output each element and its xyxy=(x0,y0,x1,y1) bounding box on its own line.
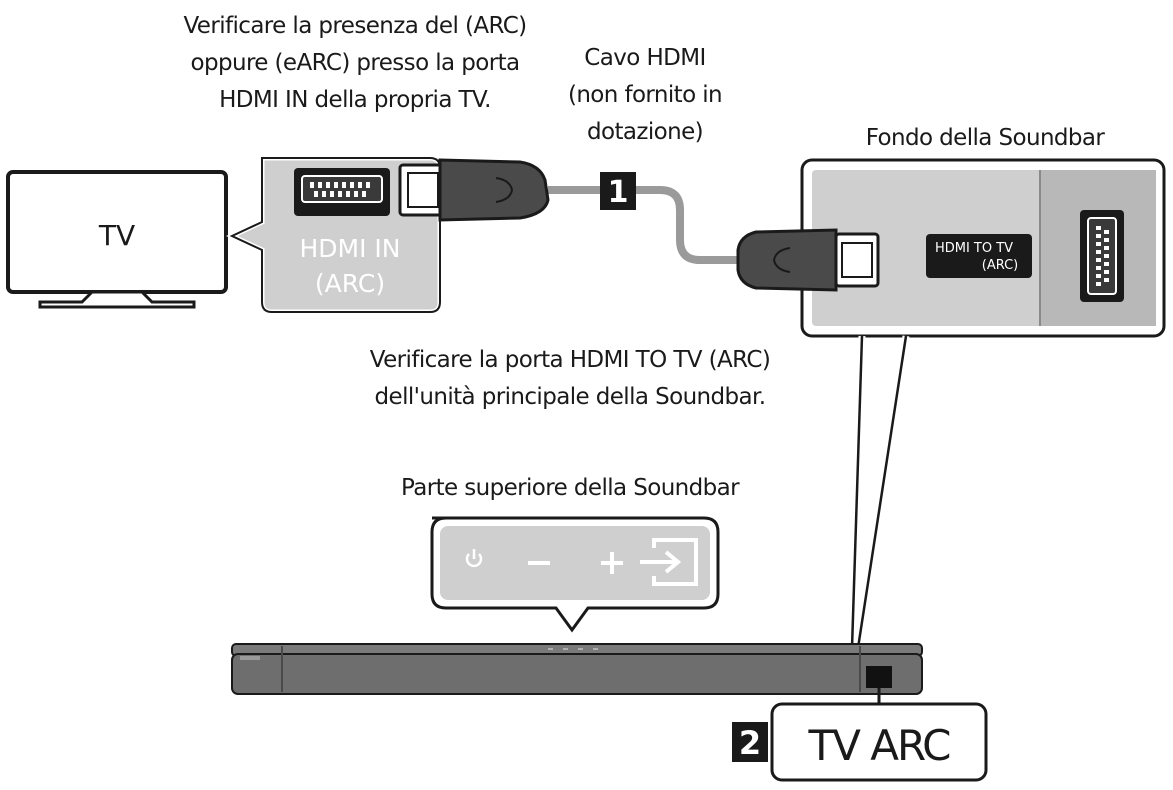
volume-down-icon xyxy=(528,561,550,565)
soundbar-body xyxy=(231,643,923,704)
power-icon xyxy=(465,549,483,568)
hdmi-plug-left xyxy=(398,158,550,222)
soundbar-display-window xyxy=(866,666,892,688)
tv-screen-label: TV xyxy=(98,219,135,252)
soundbar-bottom-label: Fondo della Soundbar xyxy=(820,120,1150,157)
step-2-number: 2 xyxy=(739,724,761,762)
source-icon xyxy=(640,538,698,586)
step-2-badge xyxy=(732,722,768,762)
hdmi-cable: 1 xyxy=(398,158,880,292)
callout-pointer xyxy=(850,335,908,649)
hdmi-to-tv-label-1: HDMI TO TV xyxy=(935,241,1013,256)
cable-note-line-3: dotazione) xyxy=(586,119,704,145)
soundbar-top-callout xyxy=(430,516,720,633)
cable-note-line-1: Cavo HDMI xyxy=(584,45,706,71)
soundbar-top-label: Parte superiore della Soundbar xyxy=(360,470,780,507)
soundbar-port-note: Verificare la porta HDMI TO TV (ARC) del… xyxy=(300,342,840,416)
volume-up-icon xyxy=(601,552,623,574)
soundbar-bottom-label-text: Fondo della Soundbar xyxy=(865,125,1105,151)
tv-stand xyxy=(38,290,196,309)
display-mode-text: TV ARC xyxy=(808,721,951,770)
cable-note: Cavo HDMI (non fornito in dotazione) xyxy=(525,40,765,151)
step-1-badge xyxy=(600,172,636,210)
tv-illustration: TV xyxy=(6,170,228,309)
hdmi-in-label-2: (ARC) xyxy=(315,269,385,298)
soundbar-port-note-line-2: dell'unità principale della Soundbar. xyxy=(374,384,767,410)
tv-port-callout: HDMI IN (ARC) xyxy=(226,155,443,315)
tv-port-note: Verificare la presenza del (ARC) oppure … xyxy=(150,8,560,119)
hdmi-in-label-1: HDMI IN xyxy=(299,234,400,263)
soundbar-bottom-callout: HDMI TO TV (ARC) xyxy=(800,158,1166,649)
tv-port-note-line-3: HDMI IN della propria TV. xyxy=(219,87,491,113)
soundbar-port-note-line-1: Verificare la porta HDMI TO TV (ARC) xyxy=(369,347,771,373)
tv-port-note-line-2: oppure (eARC) presso la porta xyxy=(190,50,521,76)
cable-note-line-2: (non fornito in xyxy=(567,82,723,108)
hdmi-to-tv-label-2: (ARC) xyxy=(982,258,1019,273)
step-1-number: 1 xyxy=(608,175,629,210)
soundbar-top-label-text: Parte superiore della Soundbar xyxy=(400,475,740,501)
tv-port-note-line-1: Verificare la presenza del (ARC) xyxy=(183,13,527,39)
hdmi-plug-right xyxy=(736,228,880,292)
display-callout: TV ARC 2 xyxy=(732,702,988,782)
